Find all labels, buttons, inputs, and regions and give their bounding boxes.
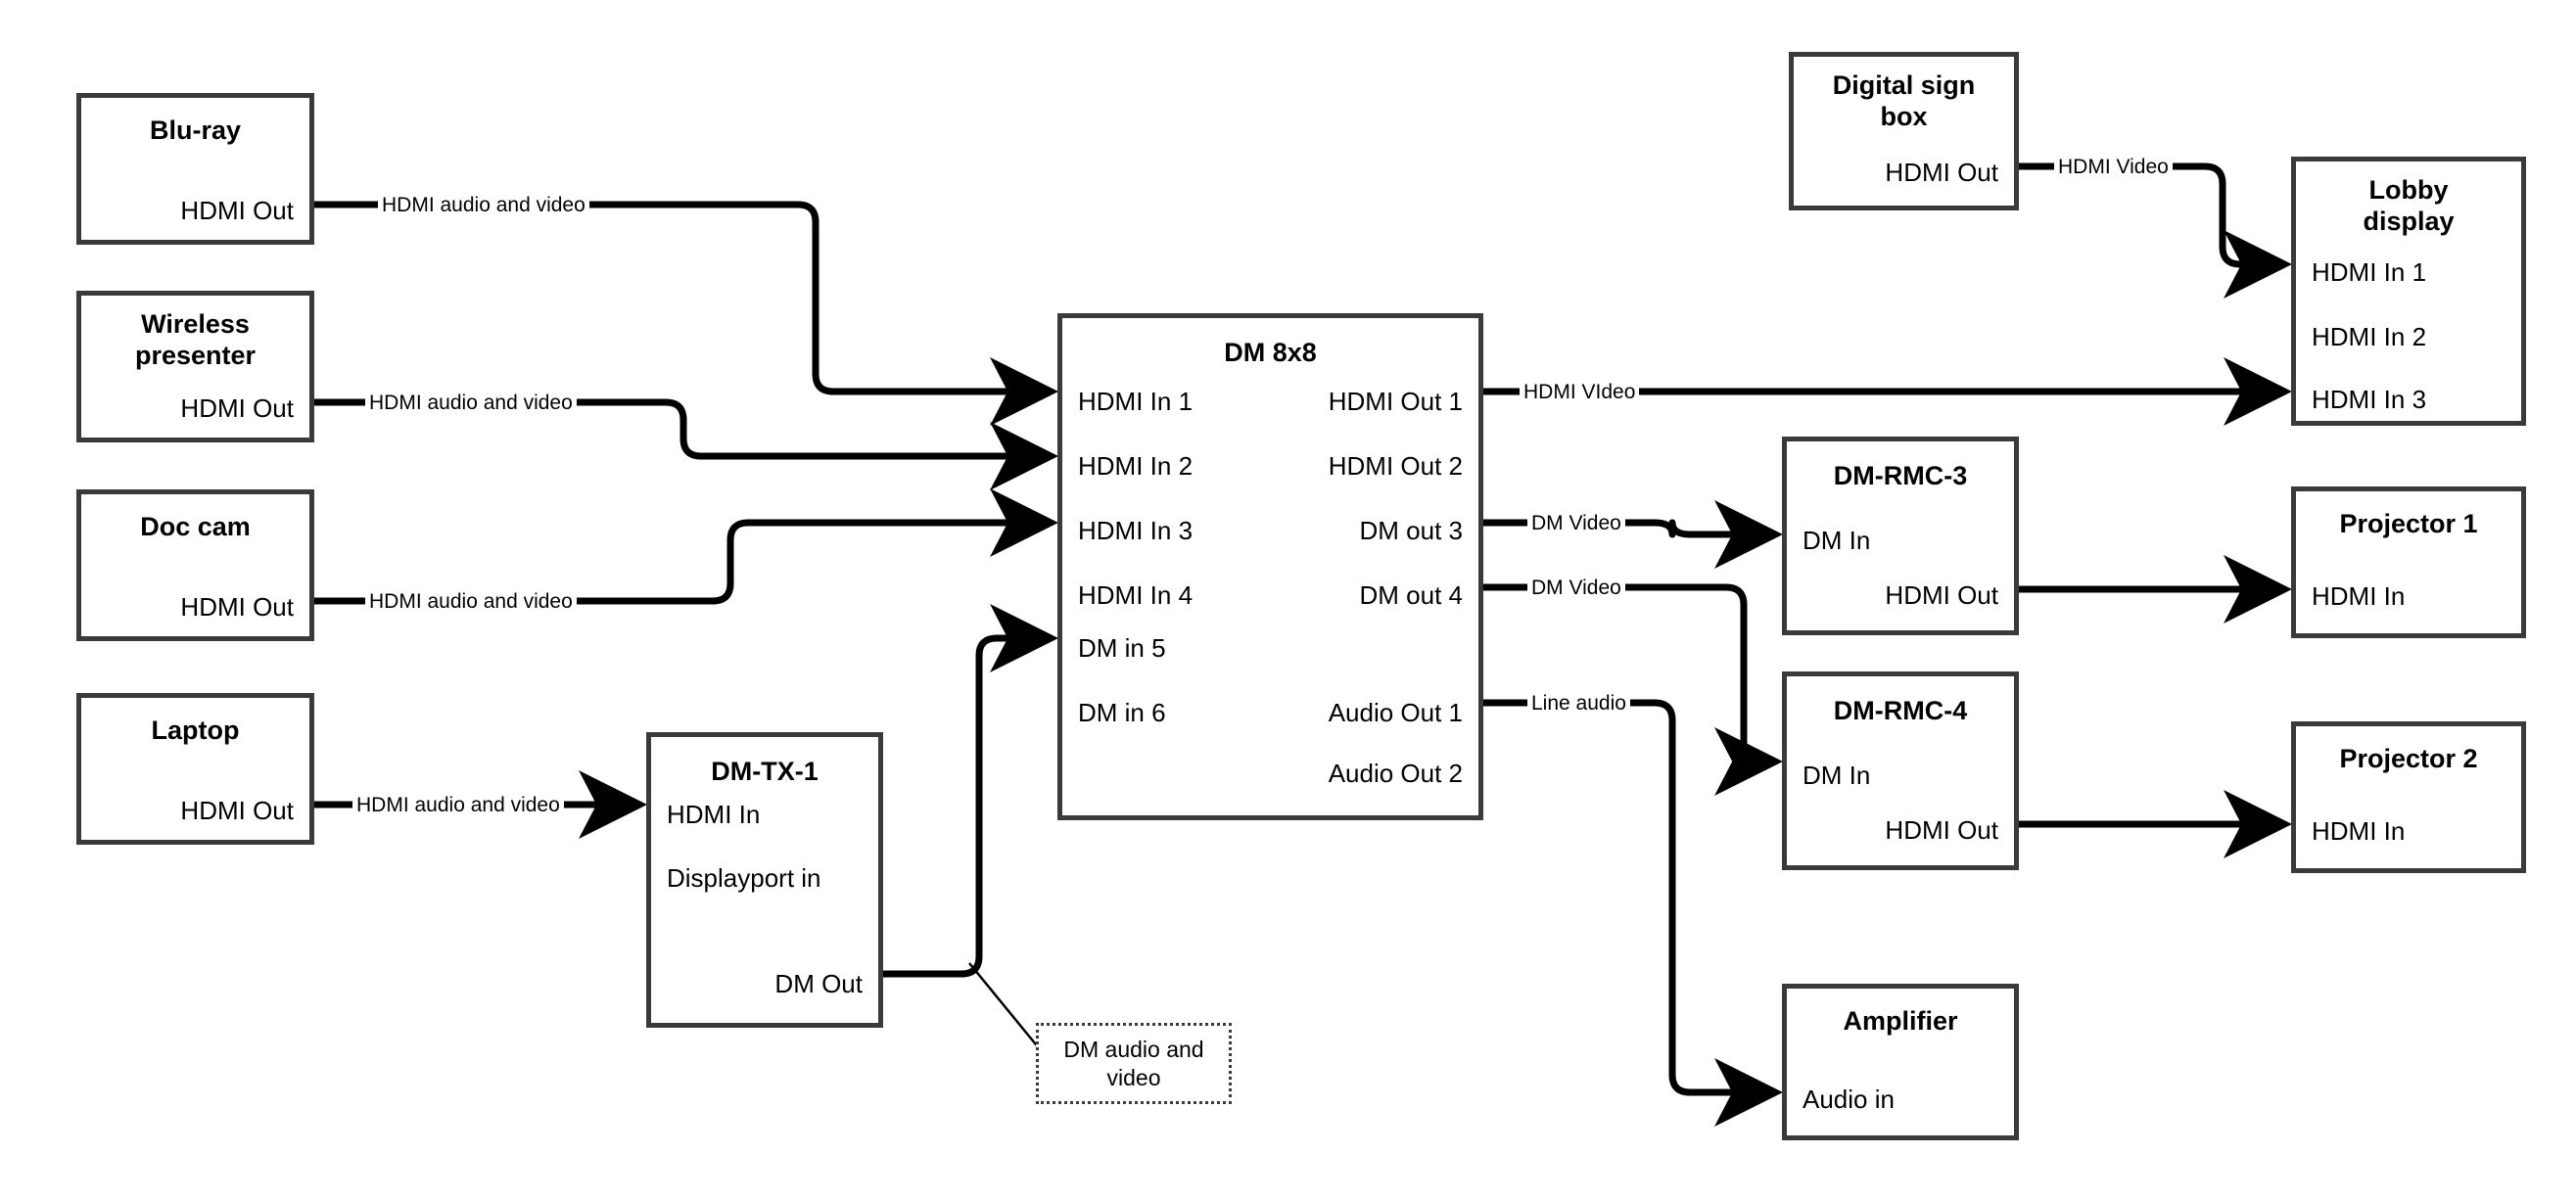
edge-label-audio-out1-to-amplifier: Line audio [1527, 693, 1630, 714]
node-dm-tx-1-port-dm-out: DM Out [774, 969, 863, 998]
node-dm-8x8-port-audio-out-1: Audio Out 1 [1328, 698, 1463, 727]
edge-label-bluray-to-dm: HDMI audio and video [378, 195, 589, 215]
node-laptop-port-hdmi-out: HDMI Out [180, 796, 294, 825]
edge-label-dm-out3-to-rmc3: DM Video [1527, 513, 1625, 533]
node-dm-rmc-3-port-dm-in: DM In [1803, 526, 1871, 555]
node-doc-cam[interactable]: Doc cam HDMI Out [76, 489, 314, 641]
node-wireless-presenter-port-hdmi-out: HDMI Out [180, 393, 294, 423]
wire-doccam-to-dm-in3 [314, 488, 1058, 605]
node-bluray[interactable]: Blu-ray HDMI Out [76, 93, 314, 245]
node-dm-rmc-3-title: DM-RMC-3 [1833, 461, 1968, 490]
edge-label-sign-to-lobby: HDMI Video [2054, 157, 2173, 177]
edge-label-doccam-to-dm: HDMI audio and video [365, 591, 577, 612]
node-dm-8x8-port-dm-in-5: DM in 5 [1078, 633, 1166, 663]
node-amplifier-port-audio-in: Audio in [1803, 1085, 1895, 1114]
node-lobby-display-port-hdmi-in-3: HDMI In 3 [2312, 385, 2427, 414]
node-doc-cam-title: Doc cam [140, 512, 251, 541]
callout-leader-line [968, 962, 1041, 1050]
node-bluray-port-hdmi-out: HDMI Out [180, 196, 294, 225]
node-wireless-presenter[interactable]: Wireless presenter HDMI Out [76, 291, 314, 442]
node-dm-8x8-port-hdmi-in-2: HDMI In 2 [1078, 451, 1194, 481]
node-amplifier-title: Amplifier [1843, 1006, 1958, 1036]
edge-label-laptop-to-dmtx1: HDMI audio and video [352, 795, 564, 815]
node-dm-tx-1[interactable]: DM-TX-1 HDMI In Displayport in DM Out [646, 732, 883, 1028]
node-dm-rmc-4[interactable]: DM-RMC-4 DM In HDMI Out [1782, 671, 2019, 870]
node-laptop-title: Laptop [151, 716, 240, 745]
edge-label-dm-out1-to-lobby: HDMI VIdeo [1520, 382, 1640, 402]
node-bluray-title: Blu-ray [149, 115, 242, 145]
node-digital-sign-box-port-hdmi-out: HDMI Out [1885, 158, 1998, 187]
node-projector-1-port-hdmi-in: HDMI In [2312, 581, 2406, 611]
node-dm-8x8-port-audio-out-2: Audio Out 2 [1328, 759, 1463, 788]
node-wireless-presenter-title-line2: presenter [134, 341, 257, 370]
node-lobby-display-port-hdmi-in-2: HDMI In 2 [2312, 322, 2427, 351]
node-dm-tx-1-title: DM-TX-1 [711, 757, 819, 786]
wire-bluray-to-dm-in1 [314, 201, 1058, 426]
node-laptop[interactable]: Laptop HDMI Out [76, 693, 314, 845]
node-dm-rmc-3-port-hdmi-out: HDMI Out [1885, 580, 1998, 610]
node-dm-tx-1-port-hdmi-in: HDMI In [667, 800, 761, 829]
node-dm-8x8-title: DM 8x8 [1224, 338, 1317, 367]
wire-audio-out1-to-amplifier [1483, 699, 1783, 1127]
node-lobby-display-title-line1: Lobby [2368, 175, 2449, 205]
node-dm-8x8-port-dm-out-4: DM out 4 [1359, 580, 1464, 610]
node-digital-sign-box[interactable]: Digital sign box HDMI Out [1789, 52, 2019, 210]
node-dm-rmc-4-port-dm-in: DM In [1803, 761, 1871, 790]
node-lobby-display-port-hdmi-in-1: HDMI In 1 [2312, 257, 2427, 287]
node-dm-8x8-port-dm-out-3: DM out 3 [1359, 516, 1464, 545]
node-digital-sign-box-title-line2: box [1880, 102, 1928, 131]
node-dm-8x8-port-hdmi-in-4: HDMI In 4 [1078, 580, 1194, 610]
annotation-dm-audio-and-video-text: DM audio and video [1063, 1036, 1204, 1090]
node-dm-8x8-port-dm-in-6: DM in 6 [1078, 698, 1166, 727]
node-dm-8x8-port-hdmi-out-1: HDMI Out 1 [1328, 387, 1463, 416]
annotation-dm-audio-and-video: DM audio and video [1036, 1023, 1232, 1104]
node-projector-1-title: Projector 1 [2339, 509, 2478, 538]
node-dm-rmc-4-port-hdmi-out: HDMI Out [1885, 815, 1998, 845]
node-projector-2-port-hdmi-in: HDMI In [2312, 816, 2406, 846]
edge-label-dm-out4-to-rmc4: DM Video [1527, 577, 1625, 598]
node-dm-rmc-4-title: DM-RMC-4 [1833, 696, 1968, 725]
wire-sign-to-lobby-in1 [2019, 162, 2292, 299]
node-dm-tx-1-port-displayport-in: Displayport in [667, 863, 821, 893]
node-projector-2-title: Projector 2 [2339, 744, 2478, 773]
node-dm-8x8-port-hdmi-in-1: HDMI In 1 [1078, 387, 1194, 416]
node-dm-8x8-port-hdmi-out-2: HDMI Out 2 [1328, 451, 1463, 481]
node-projector-1[interactable]: Projector 1 HDMI In [2291, 486, 2526, 638]
node-projector-2[interactable]: Projector 2 HDMI In [2291, 721, 2526, 873]
node-lobby-display-title-line2: display [2363, 207, 2455, 236]
edge-label-wireless-to-dm: HDMI audio and video [365, 393, 577, 413]
node-lobby-display[interactable]: Lobby display HDMI In 1 HDMI In 2 HDMI I… [2291, 157, 2526, 426]
node-amplifier[interactable]: Amplifier Audio in [1782, 984, 2019, 1140]
node-wireless-presenter-title-line1: Wireless [141, 309, 250, 339]
node-doc-cam-port-hdmi-out: HDMI Out [180, 592, 294, 622]
wire-dmtx1-to-dm-in5 [883, 604, 1058, 978]
wire-dm-out4-to-rmc4 [1483, 583, 1783, 796]
node-digital-sign-box-title-line1: Digital sign [1832, 70, 1976, 100]
node-dm-8x8-port-hdmi-in-3: HDMI In 3 [1078, 516, 1194, 545]
node-dm-8x8[interactable]: DM 8x8 HDMI In 1 HDMI In 2 HDMI In 3 HDM… [1057, 313, 1483, 820]
node-dm-rmc-3[interactable]: DM-RMC-3 DM In HDMI Out [1782, 437, 2019, 635]
